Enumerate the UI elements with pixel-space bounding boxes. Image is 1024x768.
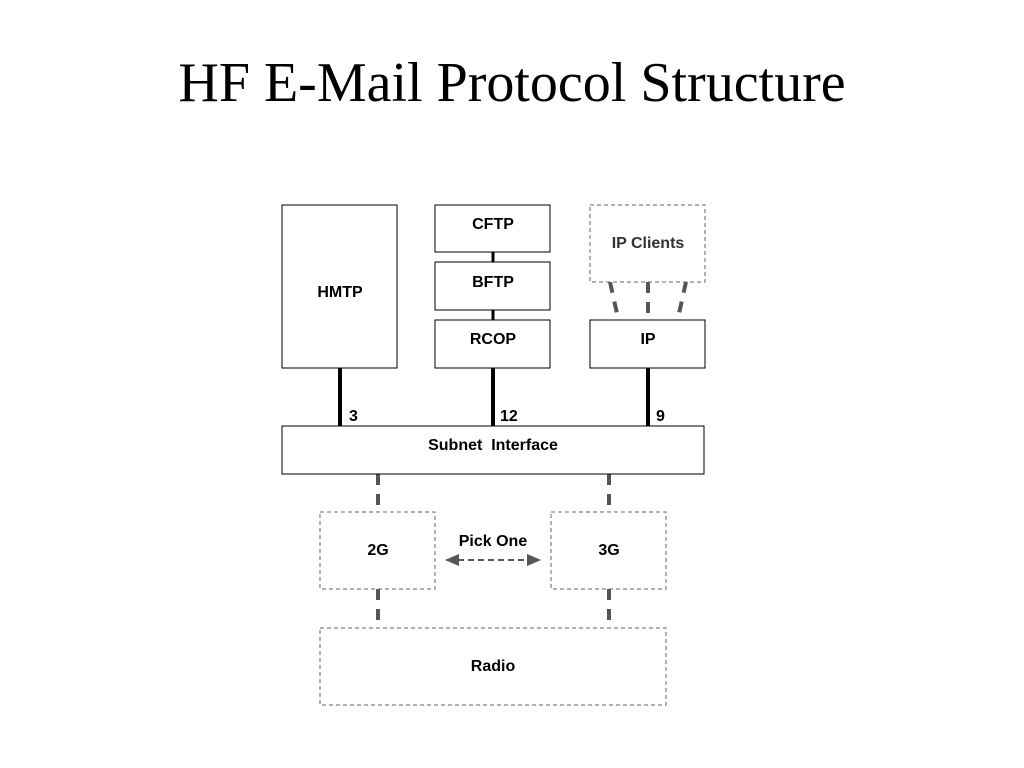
rcop-port-label: 12 (500, 408, 518, 425)
hmtp-port-label: 3 (349, 408, 358, 425)
subnet-interface-box: Subnet Interface (281, 425, 705, 475)
ip-box: IP (589, 319, 706, 369)
rcop-box: RCOP (434, 319, 551, 369)
page-title: HF E-Mail Protocol Structure (178, 52, 846, 114)
ip-clients-to-ip-links (608, 281, 688, 319)
arrow-right-head (527, 554, 541, 566)
ip-link-right (676, 281, 688, 319)
bftp-label: BFTP (472, 274, 514, 291)
rcop-label: RCOP (470, 331, 517, 348)
cftp-box: CFTP (434, 204, 551, 253)
ip-clients-label: IP Clients (612, 235, 685, 252)
cftp-label: CFTP (472, 216, 514, 233)
bftp-box: BFTP (434, 261, 551, 311)
ip-label: IP (640, 331, 655, 348)
3g-box: 3G (550, 511, 667, 590)
arrow-left-head (445, 554, 459, 566)
ip-clients-box: IP Clients (589, 204, 706, 283)
hmtp-label: HMTP (317, 284, 363, 301)
radio-label: Radio (471, 658, 516, 675)
pick-one-label: Pick One (459, 533, 528, 550)
hmtp-box: HMTP (281, 204, 398, 369)
subnet-interface-label: Subnet Interface (428, 437, 558, 454)
2g-label: 2G (367, 542, 388, 559)
pick-one-double-arrow (445, 554, 541, 566)
ip-port-label: 9 (656, 408, 665, 425)
2g-box: 2G (319, 511, 436, 590)
ip-link-left (608, 281, 620, 319)
radio-box: Radio (319, 627, 667, 706)
3g-label: 3G (598, 542, 619, 559)
